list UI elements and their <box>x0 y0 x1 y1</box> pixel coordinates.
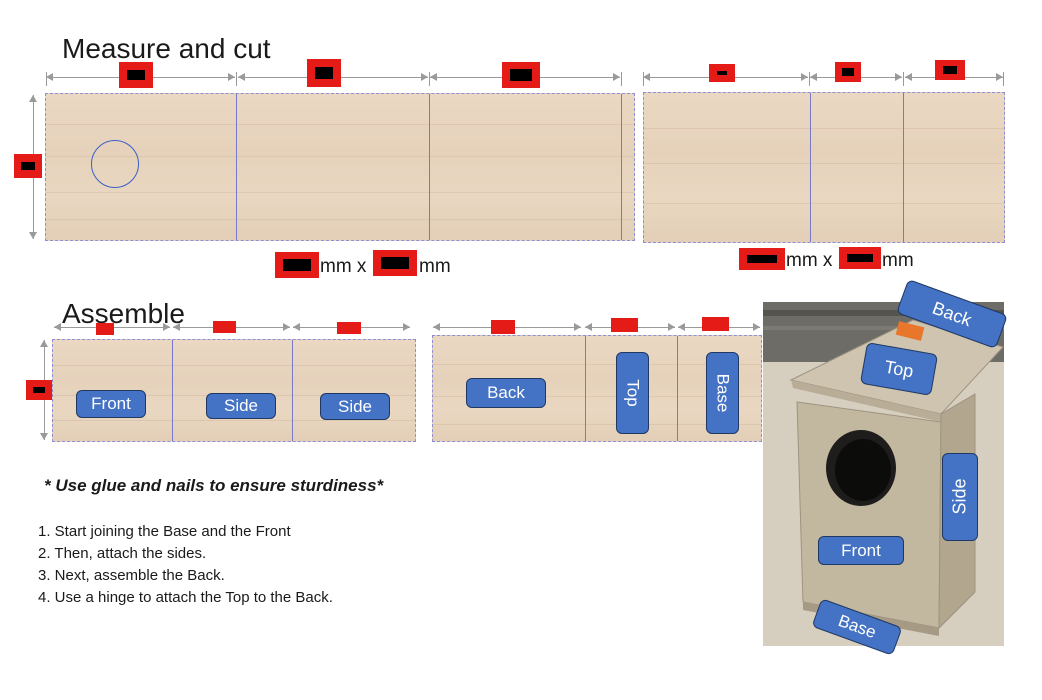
photo-label-front: Front <box>818 536 904 565</box>
cut-line <box>236 94 237 240</box>
cut-line <box>172 340 173 441</box>
cut-line <box>621 94 622 240</box>
redacted-dimension <box>611 318 638 332</box>
cut-line <box>677 336 678 441</box>
part-label-front: Front <box>76 390 146 418</box>
dimension-mm-text: mm x <box>320 256 372 277</box>
assembly-steps: 1. Start joining the Base and the Front … <box>38 521 333 609</box>
redacted-dimension <box>213 321 236 333</box>
sturdiness-note: * Use glue and nails to ensure sturdines… <box>44 476 384 495</box>
part-label-top: Top <box>616 352 649 434</box>
redacted-dimension <box>275 252 319 278</box>
photo-label-side: Side <box>942 453 978 541</box>
redacted-dimension <box>373 250 417 276</box>
redacted-dimension <box>739 248 785 270</box>
redacted-dimension <box>491 320 515 334</box>
birdhouse-photo <box>763 302 1004 646</box>
step-item: 2. Then, attach the sides. <box>38 545 207 562</box>
cut-line <box>585 336 586 441</box>
dimension-mm-text: mm <box>882 250 914 271</box>
dimension-mm-text: mm x <box>786 250 838 271</box>
part-label-back: Back <box>466 378 546 408</box>
cut-line <box>292 340 293 441</box>
redacted-dimension <box>839 247 881 269</box>
photo-label-side-text: Side <box>949 478 970 516</box>
dimension-mm-text: mm <box>419 256 451 277</box>
part-label-side: Side <box>320 393 390 420</box>
step-item: 4. Use a hinge to attach the Top to the … <box>38 589 333 606</box>
redacted-dimension <box>935 60 965 80</box>
top-right-board <box>643 92 1005 243</box>
step-item: 3. Next, assemble the Back. <box>38 567 225 584</box>
part-label-base-text: Base <box>713 373 733 413</box>
redacted-dimension <box>502 62 540 88</box>
redacted-dimension <box>119 62 153 88</box>
redacted-dimension <box>337 322 361 334</box>
entry-hole-icon <box>91 140 139 188</box>
redacted-dimension <box>26 380 52 400</box>
redacted-dimension <box>702 317 729 331</box>
top-left-board <box>45 93 635 241</box>
measure-title: Measure and cut <box>62 33 271 64</box>
part-label-side: Side <box>206 393 276 419</box>
cut-line <box>429 94 430 240</box>
redacted-dimension <box>835 62 861 82</box>
part-label-top-text: Top <box>623 379 643 407</box>
cut-line <box>810 93 811 242</box>
redacted-dimension <box>96 323 114 335</box>
part-label-base: Base <box>706 352 739 434</box>
cut-line <box>903 93 904 242</box>
redacted-dimension <box>14 154 42 178</box>
redacted-dimension <box>709 64 735 82</box>
step-item: 1. Start joining the Base and the Front <box>38 523 291 540</box>
redacted-dimension <box>307 59 341 87</box>
